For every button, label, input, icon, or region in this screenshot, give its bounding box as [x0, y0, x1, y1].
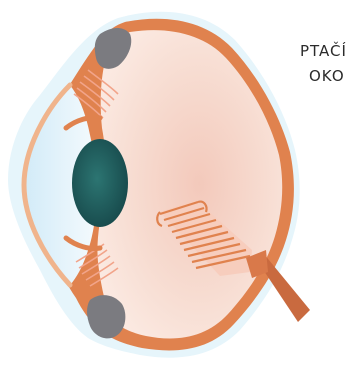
title-line-1: PTAČÍ	[300, 42, 347, 60]
lens	[72, 139, 128, 227]
title-line-2: OKO	[309, 67, 345, 85]
